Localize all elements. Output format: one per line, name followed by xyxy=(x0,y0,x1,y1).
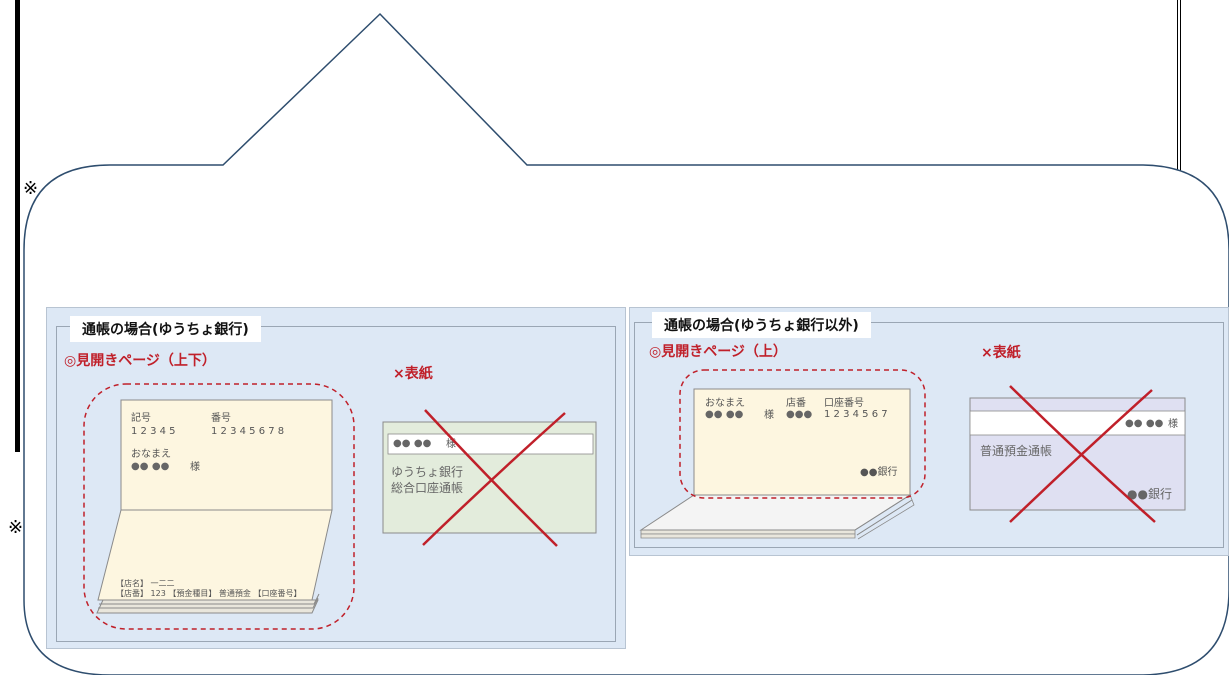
note-mark-bottom: ※ xyxy=(8,517,24,538)
left-cover-line2: 総合口座通帳 xyxy=(391,481,464,495)
right-bank-name: ●●銀行 xyxy=(860,467,898,478)
right-branch-value: ●●● xyxy=(786,409,813,420)
left-cover-honorific: 様 xyxy=(446,439,456,450)
left-lower-line2: 【店番】 123 【預金種目】 普通預金 【口座番号】 xyxy=(116,589,302,598)
right-panel-title: 通帳の場合(ゆうちょ銀行以外) xyxy=(652,312,871,338)
right-cover-label: ×表紙 xyxy=(981,345,1021,361)
left-open-page-label: ◎見開きページ（上下） xyxy=(64,353,216,369)
left-number-value: 1 2 3 4 5 6 7 8 xyxy=(211,426,285,437)
right-cover-name: ●● ●● xyxy=(1125,418,1164,429)
left-cover-label: ×表紙 xyxy=(393,366,433,382)
right-branch-label: 店番 xyxy=(786,398,806,409)
right-panel-frame xyxy=(634,322,1224,548)
left-lower-line1: 【店名】 一二二 xyxy=(116,579,175,588)
right-honorific: 様 xyxy=(764,410,774,421)
right-cover-bank: ●●銀行 xyxy=(1127,487,1172,501)
right-cover-honorific: 様 xyxy=(1168,419,1178,430)
left-symbol-value: 1 2 3 4 5 xyxy=(131,426,176,437)
left-panel-title: 通帳の場合(ゆうちょ銀行) xyxy=(70,316,261,342)
left-number-label: 番号 xyxy=(211,413,231,424)
right-name-value: ●● ●● xyxy=(705,409,744,420)
note-mark-top: ※ xyxy=(23,178,39,199)
left-name-value: ●● ●● xyxy=(131,461,170,472)
right-name-label: おなまえ xyxy=(705,398,745,409)
right-open-page-label: ◎見開きページ（上） xyxy=(649,344,787,360)
left-cover-name: ●● ●● xyxy=(393,438,432,449)
frame-right-border xyxy=(1177,0,1181,172)
left-honorific: 様 xyxy=(190,462,200,473)
right-account-value: 1 2 3 4 5 6 7 xyxy=(824,409,888,420)
frame-left-border xyxy=(15,0,20,452)
right-cover-line1: 普通預金通帳 xyxy=(980,444,1053,458)
right-account-label: 口座番号 xyxy=(824,398,864,409)
left-cover-line1: ゆうちょ銀行 xyxy=(391,465,464,479)
left-panel-frame xyxy=(56,326,616,642)
left-name-label: おなまえ xyxy=(131,449,171,460)
left-symbol-label: 記号 xyxy=(131,413,151,424)
